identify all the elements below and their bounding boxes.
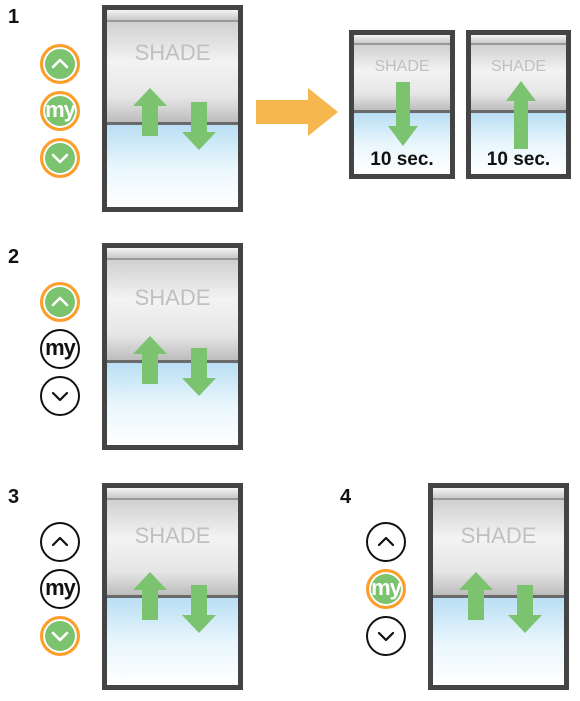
- up-arrow-icon: [133, 336, 167, 384]
- down-button[interactable]: [40, 138, 80, 178]
- down-arrow-icon: [182, 585, 216, 633]
- chevron-down-icon: [51, 631, 69, 642]
- shade-roller: [107, 488, 238, 500]
- window-result-up: SHADE 10 sec.: [466, 30, 571, 179]
- shade-label: SHADE: [134, 285, 211, 310]
- window-step-4: SHADE: [428, 483, 569, 690]
- down-arrow-icon: [182, 102, 216, 150]
- up-button[interactable]: [40, 522, 80, 562]
- shade-roller: [433, 488, 564, 500]
- down-button[interactable]: [366, 616, 406, 656]
- down-arrow-icon: [388, 82, 418, 146]
- window-step-2: SHADE: [102, 243, 243, 450]
- window-step-3: SHADE: [102, 483, 243, 690]
- down-button[interactable]: [40, 616, 80, 656]
- chevron-up-icon: [51, 536, 69, 547]
- window-result-down: SHADE 10 sec.: [349, 30, 455, 179]
- shade-label: SHADE: [460, 523, 537, 548]
- up-button[interactable]: [40, 282, 80, 322]
- chevron-down-icon: [377, 631, 395, 642]
- window-glass: [433, 598, 564, 685]
- down-arrow-icon: [182, 348, 216, 396]
- shade-bottom-bar: [107, 595, 238, 598]
- window-glass: [107, 125, 238, 207]
- chevron-up-icon: [377, 536, 395, 547]
- remote-step-3: my: [40, 522, 90, 657]
- shade-label: SHADE: [490, 58, 547, 75]
- my-button-label: my: [45, 574, 76, 600]
- my-button-label: my: [45, 334, 76, 360]
- window-glass: [107, 363, 238, 445]
- chevron-down-icon: [51, 391, 69, 402]
- remote-step-4: my: [366, 522, 416, 657]
- shade-label: SHADE: [134, 40, 211, 65]
- window-step-1: SHADE: [102, 5, 243, 212]
- down-button[interactable]: [40, 376, 80, 416]
- my-button[interactable]: my: [366, 569, 406, 609]
- step-3-number: 3: [8, 486, 20, 508]
- step-1-number: 1: [8, 6, 20, 28]
- chevron-up-icon: [51, 58, 69, 69]
- shade-label: SHADE: [134, 523, 211, 548]
- shade-label: SHADE: [374, 58, 430, 75]
- chevron-down-icon: [51, 153, 69, 164]
- shade-roller: [354, 35, 450, 45]
- my-button-label: my: [371, 574, 402, 600]
- up-arrow-icon: [133, 572, 167, 620]
- up-button[interactable]: [40, 44, 80, 84]
- shade-roller: [107, 248, 238, 260]
- up-arrow-icon: [133, 88, 167, 136]
- step-4-number: 4: [340, 486, 352, 508]
- up-arrow-icon: [459, 572, 493, 620]
- my-button-label: my: [45, 96, 76, 122]
- shade-roller: [107, 10, 238, 22]
- up-arrow-icon: [506, 81, 536, 149]
- my-button[interactable]: my: [40, 329, 80, 369]
- shade-bottom-bar: [107, 122, 238, 125]
- shade-fabric: SHADE: [107, 22, 238, 122]
- duration-label: 10 sec.: [370, 149, 434, 170]
- shade-bottom-bar: [433, 595, 564, 598]
- down-arrow-icon: [508, 585, 542, 633]
- right-arrow-icon: [256, 88, 338, 136]
- duration-label: 10 sec.: [486, 149, 551, 170]
- remote-step-1: my: [40, 44, 90, 179]
- shade-fabric: SHADE: [107, 500, 238, 595]
- window-glass: [107, 598, 238, 685]
- remote-step-2: my: [40, 282, 90, 417]
- my-button[interactable]: my: [40, 91, 80, 131]
- my-button[interactable]: my: [40, 569, 80, 609]
- up-button[interactable]: [366, 522, 406, 562]
- step-2-number: 2: [8, 246, 20, 268]
- shade-roller: [471, 35, 566, 45]
- shade-bottom-bar: [107, 360, 238, 363]
- shade-fabric: SHADE: [433, 500, 564, 595]
- shade-fabric: SHADE: [107, 260, 238, 360]
- chevron-up-icon: [51, 296, 69, 307]
